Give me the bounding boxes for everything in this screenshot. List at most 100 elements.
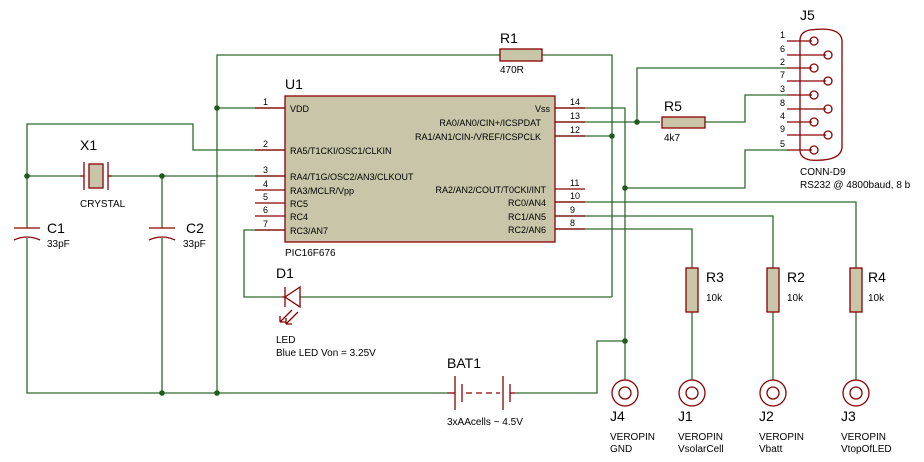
junction-dot	[214, 390, 220, 396]
x1-crystal: X1 CRYSTAL	[80, 137, 126, 210]
d1-ref: D1	[276, 265, 294, 281]
u1-pin-name: RA1/AN1/CIN-/VREF/ICSPCLK	[415, 132, 541, 142]
j5-pin-number: 3	[780, 84, 785, 94]
bat1-battery: BAT1 3xAAcells ~ 4.5V	[447, 355, 523, 428]
r3-ref: R3	[706, 269, 724, 285]
j5-pin-number: 2	[780, 57, 785, 67]
r2-body	[766, 267, 780, 313]
x1-value: CRYSTAL	[80, 199, 126, 210]
u1-pin-name: RC3/AN7	[290, 226, 328, 236]
u1-pin-number: 11	[570, 178, 579, 188]
u1-pin-number: 13	[570, 111, 580, 121]
j4-ref: J4	[610, 408, 625, 424]
j3-veropin: J3 VEROPIN VtopOfLED	[841, 379, 892, 455]
u1-pin-name: RA5/T1CKI/OSC1/CLKIN	[290, 146, 392, 156]
wire-pin14	[555, 107, 626, 380]
j5-pin-number: 6	[780, 44, 785, 54]
junction-dot	[159, 390, 165, 396]
j5-leads	[787, 40, 826, 151]
u1-pin-name: RA3/MCLR/Vpp	[290, 186, 354, 196]
c1-capacitor: C1 33pF	[13, 220, 70, 250]
r4-resistor: R4 10k	[849, 267, 886, 313]
u1-pin-number: 5	[263, 192, 268, 202]
u1-pin-number: 4	[263, 179, 268, 189]
wire-pin10	[555, 201, 857, 268]
j1-type: VEROPIN	[678, 432, 723, 443]
r5-ref: R5	[664, 98, 682, 114]
wire-vdd-top	[216, 54, 500, 108]
j3-ref: J3	[841, 408, 856, 424]
x1-body	[88, 163, 104, 189]
u1-pin-name: RC2/AN6	[508, 225, 546, 235]
u1-pin-name: RA4/T1G/OSC2/AN3/CLKOUT	[290, 172, 414, 182]
r3-resistor: R3 10k	[685, 267, 724, 313]
r2-ref: R2	[787, 269, 805, 285]
j4-label: GND	[610, 444, 632, 455]
u1-pin-number: 14	[570, 97, 580, 107]
junction-dot	[609, 133, 615, 139]
bat1-value: 3xAAcells ~ 4.5V	[447, 417, 523, 428]
u1-pin-number: 9	[570, 205, 575, 215]
wire-c1-bottom	[26, 238, 447, 394]
junction-dot	[24, 173, 30, 179]
x1-ref: X1	[80, 137, 97, 153]
j5-pin-number: 8	[780, 98, 785, 108]
j5-value: CONN-D9	[800, 167, 846, 178]
j2-ref: J2	[759, 408, 774, 424]
j5-note: RS232 @ 4800baud, 8 b	[800, 180, 911, 191]
u1-pin-number: 8	[570, 218, 575, 228]
j1-veropin: J1 VEROPIN VsolarCell	[678, 379, 724, 455]
r3-value: 10k	[706, 293, 723, 304]
u1-body	[284, 95, 556, 243]
d1-note: Blue LED Von = 3.25V	[276, 348, 376, 359]
j5-pin-number: 9	[780, 124, 785, 134]
r5-value: 4k7	[664, 133, 681, 144]
r4-ref: R4	[868, 269, 886, 285]
c2-value: 33pF	[183, 239, 206, 250]
r1-body	[499, 48, 543, 62]
j3-type: VEROPIN	[841, 432, 886, 443]
u1-pin-name: Vss	[535, 104, 551, 114]
r4-body	[849, 267, 863, 313]
u1-pin-name: RC1/AN5	[508, 212, 546, 222]
wire-r5-right	[705, 94, 787, 123]
c2-ref: C2	[186, 220, 204, 236]
j5-ref: J5	[800, 7, 815, 23]
junctions	[24, 105, 640, 396]
u1-part: PIC16F676	[285, 248, 336, 259]
c1-ref: C1	[47, 220, 65, 236]
u1-pin-number: 6	[263, 205, 268, 215]
wire-pin9	[555, 215, 774, 268]
j2-type: VEROPIN	[759, 432, 804, 443]
c1-value: 33pF	[47, 239, 70, 250]
d1-value: LED	[276, 335, 295, 346]
junction-dot	[634, 119, 640, 125]
d1-led: D1 LED Blue LED Von = 3.25V	[276, 265, 376, 359]
u1-pin-name: RA2/AN2/COUT/T0CKI/INT	[435, 185, 546, 195]
r2-resistor: R2 10k	[766, 267, 805, 313]
r1-value: 470R	[500, 65, 524, 76]
u1-pin-number: 2	[263, 139, 268, 149]
j5-pin-number: 7	[780, 70, 785, 80]
r5-body	[661, 116, 706, 129]
j2-label: Vbatt	[759, 444, 783, 455]
j5-pin-number: 4	[780, 111, 785, 121]
junction-dot	[622, 185, 628, 191]
u1-ref: U1	[285, 76, 303, 92]
u1-left-stubs	[255, 107, 285, 231]
j3-label: VtopOfLED	[841, 444, 892, 455]
j2-veropin: J2 VEROPIN Vbatt	[759, 379, 804, 455]
u1-pin-number: 1	[263, 97, 268, 107]
c2-capacitor: C2 33pF	[148, 220, 206, 250]
u1-pin-name: RC4	[290, 212, 308, 222]
wire-j5-pin2	[636, 67, 787, 122]
junction-dot	[622, 338, 628, 344]
r5-resistor: R5 4k7	[661, 98, 706, 144]
wire-pin8	[555, 228, 693, 268]
wire-pin7	[243, 229, 285, 298]
junction-dot	[214, 105, 220, 111]
u1-microcontroller: U1 PIC16F676 1 2 3 4 5 6 7 V	[255, 76, 585, 259]
r1-ref: R1	[500, 30, 518, 46]
wire-pin2	[26, 123, 285, 228]
